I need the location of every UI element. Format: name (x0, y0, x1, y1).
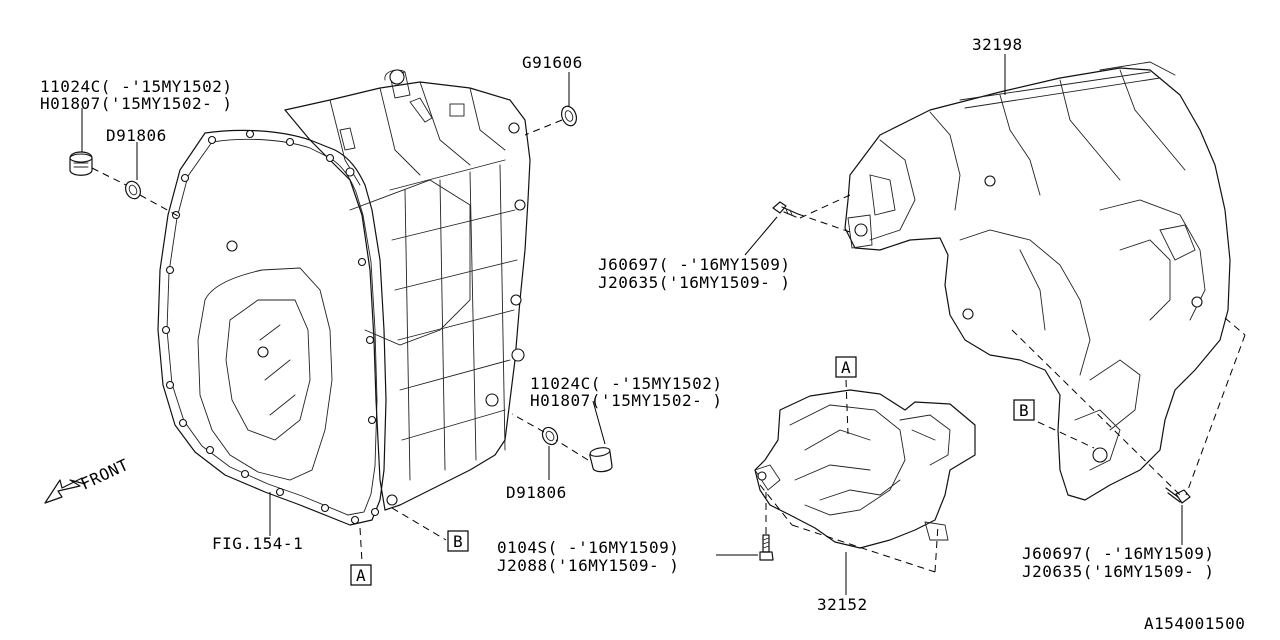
ref-b-left-text: B (453, 532, 463, 551)
ref-mark-b-left: B (447, 530, 469, 552)
part-labels: 11024C( -'15MY1502) H01807('15MY1502- ) … (40, 35, 1245, 633)
label-h01807-bottom: H01807('15MY1502- ) (530, 391, 723, 410)
ref-a-top-text: A (841, 358, 851, 377)
front-arrow: FRONT (44, 455, 132, 504)
label-11024c-top: 11024C( -'15MY1502) (40, 77, 233, 96)
plug-11024c-top (69, 151, 93, 176)
label-j20635-top: J20635('16MY1509- ) (598, 273, 791, 292)
gasket-d91806-top (125, 180, 141, 200)
ref-a-bottom-text: A (356, 566, 366, 585)
transmission-case (157, 69, 531, 526)
label-g91606: G91606 (522, 53, 583, 72)
label-32198: 32198 (972, 35, 1023, 54)
bolt-j60697-top (772, 201, 799, 218)
cover-32152 (754, 389, 976, 549)
label-0104s: 0104S( -'16MY1509) (497, 538, 679, 557)
diagram-id: A154001500 (1144, 614, 1245, 633)
leader-lines (81, 54, 1246, 595)
label-d91806-bottom: D91806 (506, 483, 567, 502)
label-fig154: FIG.154-1 (212, 534, 303, 553)
cover-32198 (844, 61, 1231, 501)
ref-mark-a-top: A (835, 356, 857, 378)
flange-bolt-holes (161, 122, 526, 525)
label-j20635-bottom: J20635('16MY1509- ) (1022, 562, 1215, 581)
gasket-d91806-bottom (541, 426, 559, 446)
gasket-g91606 (560, 105, 578, 127)
ref-b-right-text: B (1019, 401, 1029, 420)
label-j60697-bottom: J60697( -'16MY1509) (1022, 544, 1215, 563)
bolt-j60697-bottom (1165, 487, 1191, 504)
label-d91806-top: D91806 (106, 126, 167, 145)
label-j60697-top: J60697( -'16MY1509) (598, 255, 791, 274)
front-label: FRONT (78, 455, 132, 494)
ref-mark-b-right: B (1013, 399, 1035, 421)
bolt-0104s (759, 534, 774, 561)
label-h01807-top: H01807('15MY1502- ) (40, 94, 233, 113)
plug-11024c-bottom (589, 447, 613, 473)
label-j2088: J2088('16MY1509- ) (497, 556, 679, 575)
label-32152: 32152 (817, 595, 868, 614)
label-11024c-bottom: 11024C( -'15MY1502) (530, 374, 723, 393)
ref-mark-a-bottom: A (350, 564, 372, 586)
